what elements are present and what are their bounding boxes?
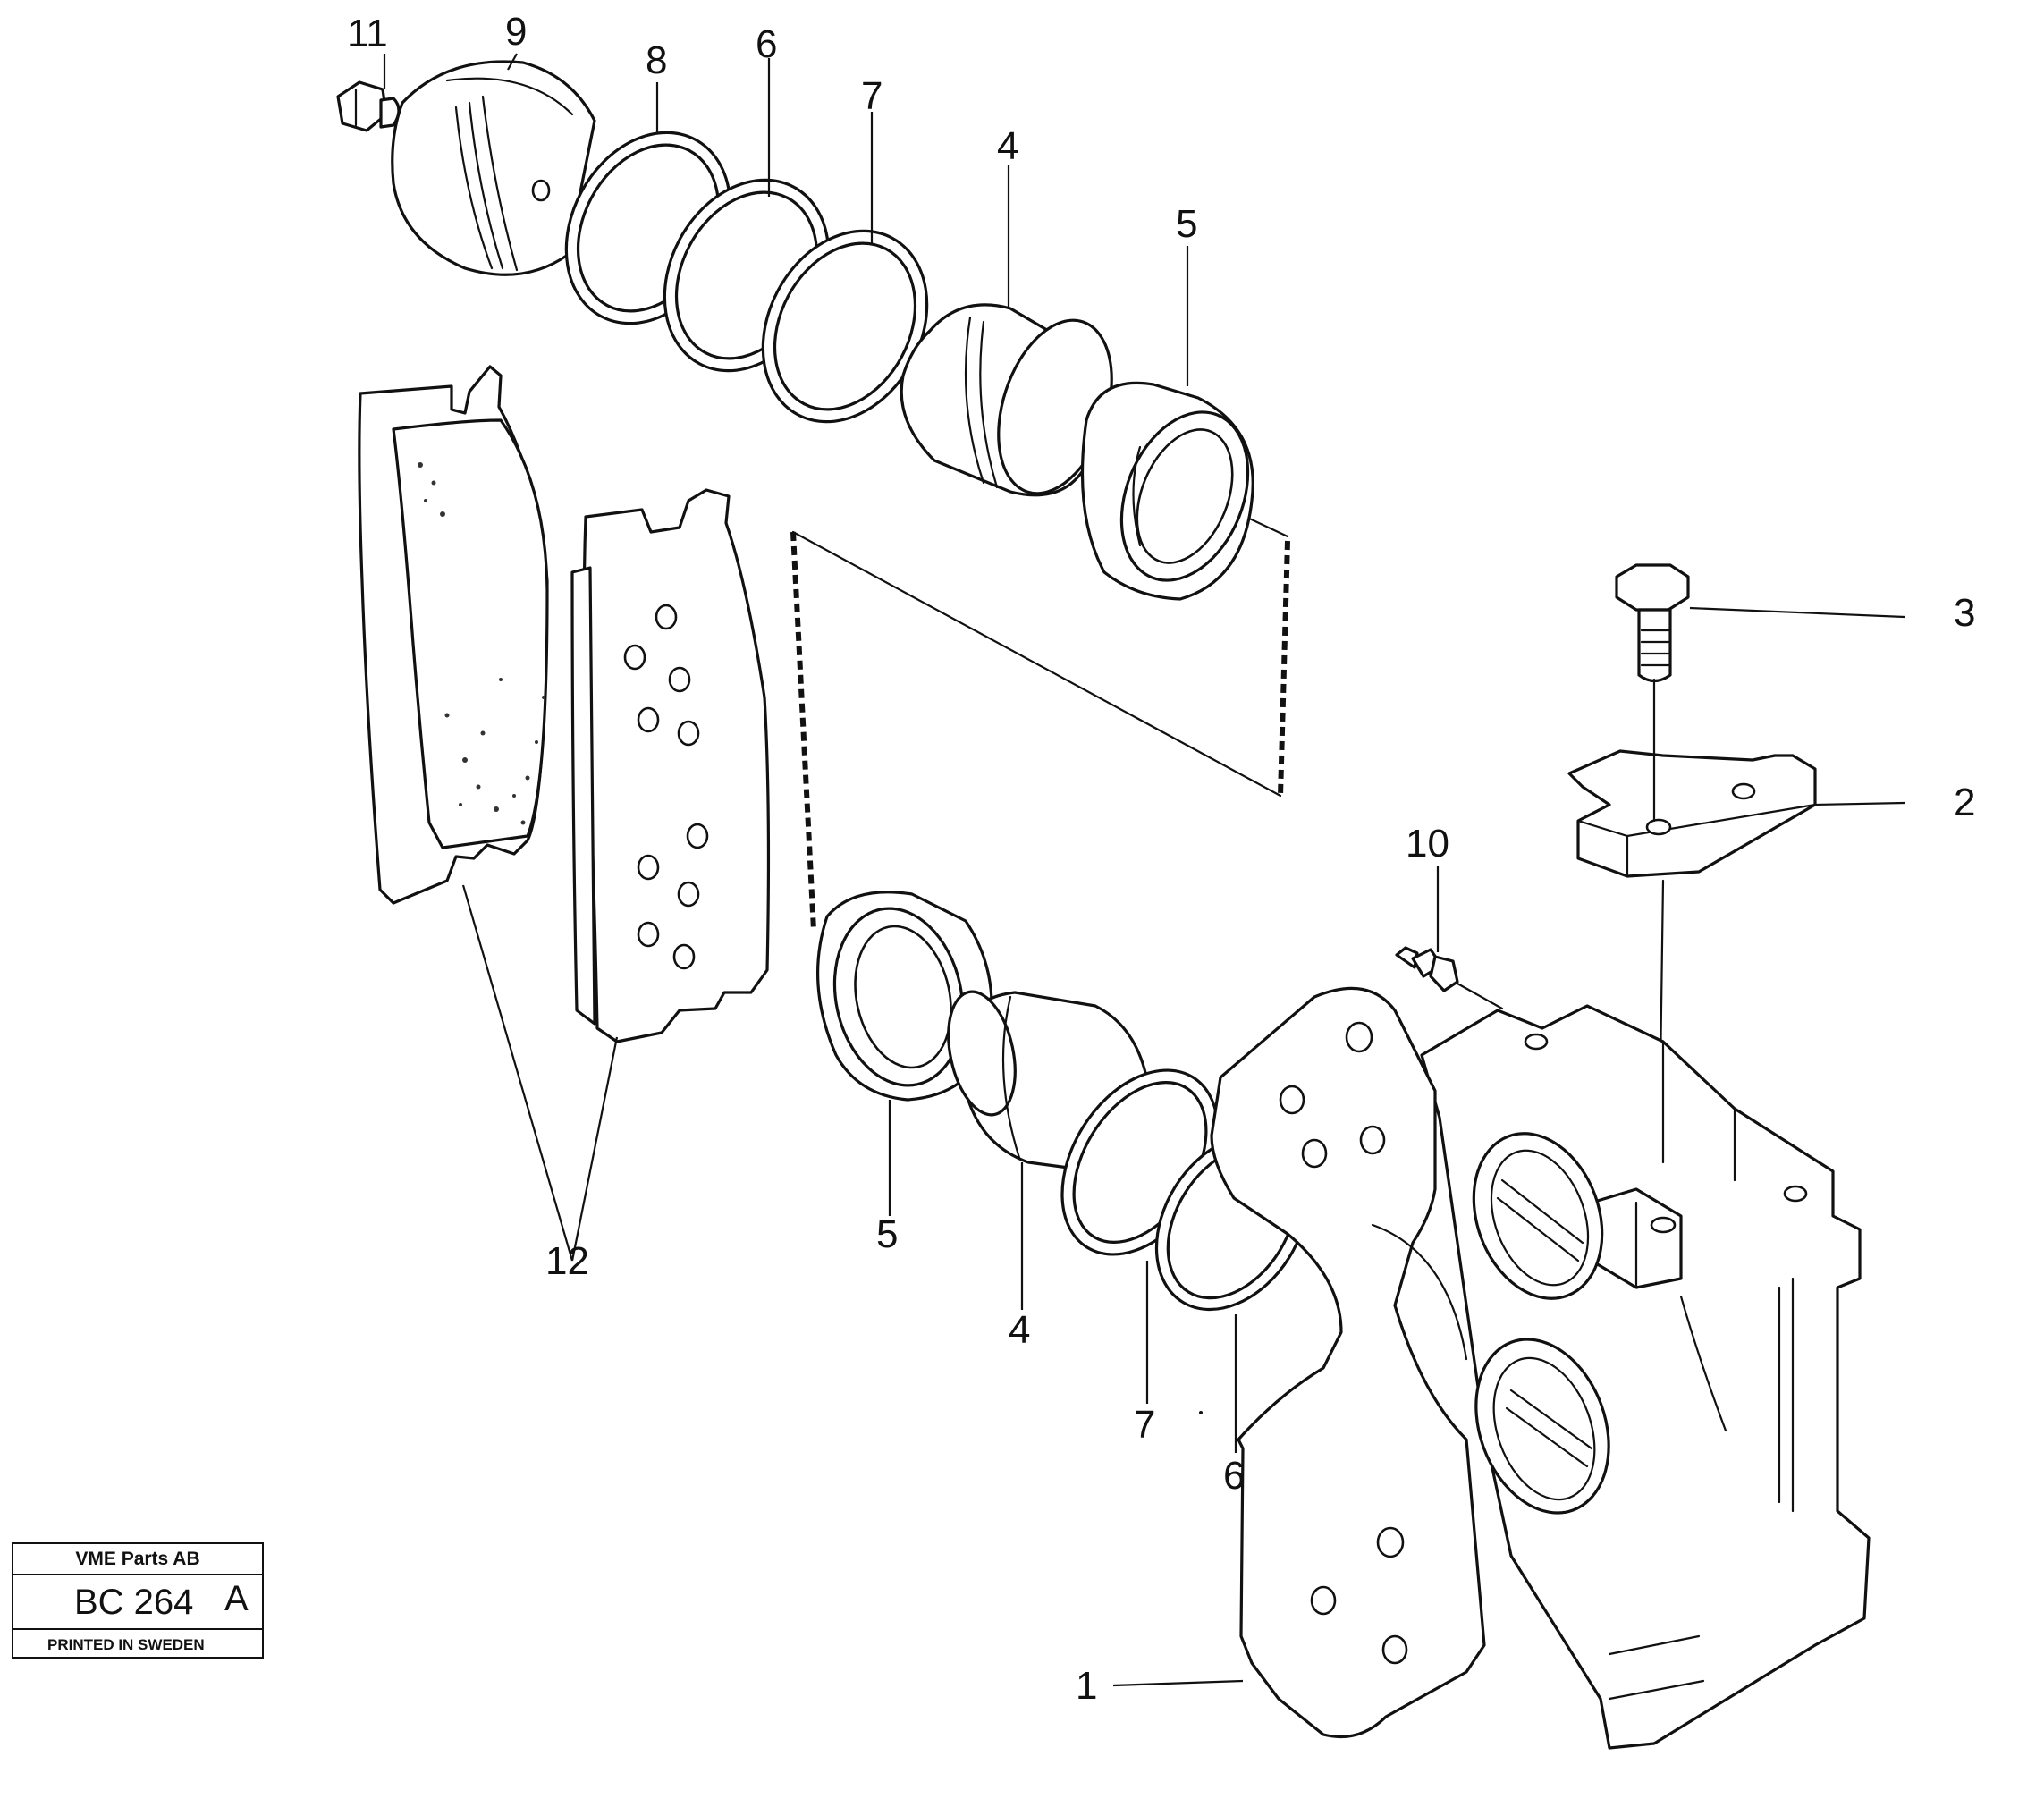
callout-7-lower: 7 (1134, 1403, 1155, 1447)
callout-7-upper: 7 (861, 74, 883, 118)
part-11-bleed-nipple (336, 80, 401, 132)
callout-2: 2 (1954, 781, 1975, 824)
part-1-caliper-housing (1210, 986, 1871, 1750)
callout-3: 3 (1954, 591, 1975, 635)
drawing-code: BC 264 (74, 1583, 194, 1622)
part-3-bolt (1615, 563, 1690, 683)
alignment-guide (790, 530, 1290, 931)
part-9-cover-cap (391, 60, 596, 276)
callout-5-upper: 5 (1176, 202, 1197, 246)
part-5-dust-boot-upper (1080, 381, 1254, 601)
callout-10: 10 (1406, 822, 1449, 866)
upper-piston-bore (1472, 1132, 1604, 1300)
callout-5-lower: 5 (876, 1212, 898, 1256)
callout-labels: 11 9 8 6 7 4 5 3 2 10 12 5 4 7 6 1 (347, 10, 1975, 1708)
title-block-company: VME Parts AB (13, 1544, 262, 1575)
part-10-grease-nipple (1395, 946, 1504, 1010)
callout-9: 9 (505, 10, 527, 54)
part-12-brake-pad-right (570, 488, 771, 1043)
part-7-seal-ring-upper (761, 229, 929, 424)
callout-6-lower: 6 (1223, 1454, 1245, 1498)
leader-lines (383, 53, 1905, 1687)
callout-1: 1 (1076, 1664, 1097, 1708)
lower-piston-bore (1474, 1338, 1610, 1515)
title-block: VME Parts AB BC 264 A PRINTED IN SWEDEN (12, 1542, 264, 1659)
callout-4-upper: 4 (997, 124, 1018, 168)
callout-11: 11 (347, 12, 388, 55)
callout-4-lower: 4 (1009, 1308, 1030, 1352)
part-12-brake-pad-left (358, 365, 549, 905)
title-block-code-row: BC 264 A (13, 1575, 262, 1630)
title-block-printed: PRINTED IN SWEDEN (47, 1636, 205, 1653)
callout-6-upper: 6 (756, 22, 777, 66)
callout-12: 12 (545, 1239, 589, 1283)
callout-8: 8 (646, 38, 667, 82)
drawing-revision: A (224, 1579, 249, 1618)
